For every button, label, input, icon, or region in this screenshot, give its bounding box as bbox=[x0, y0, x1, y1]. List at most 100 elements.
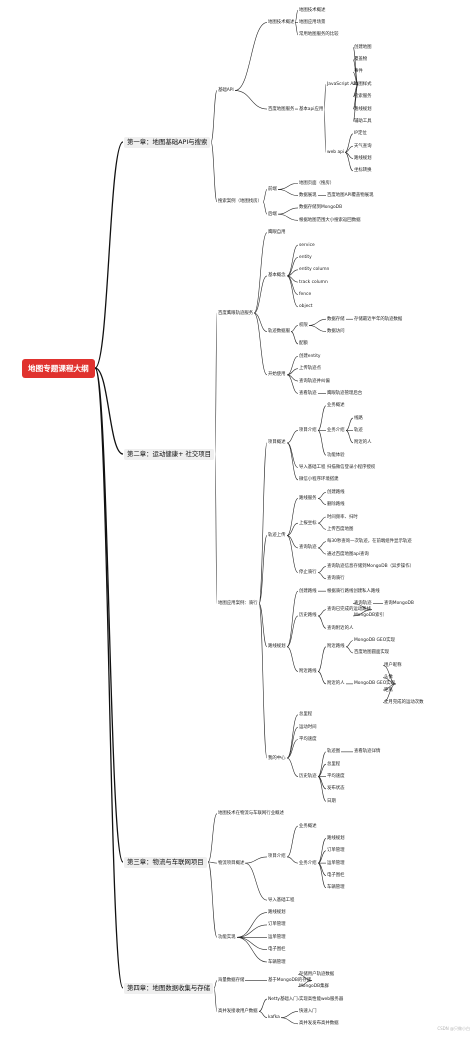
topic-node[interactable]: 搜索案例（地图找房） bbox=[218, 199, 262, 205]
topic-node[interactable]: 百度地图圆面实现 bbox=[354, 650, 390, 656]
topic-node[interactable]: 数据存储到MongoDB bbox=[299, 205, 343, 211]
topic-node[interactable]: 地图应用案例：骑行 bbox=[218, 601, 258, 607]
topic-node[interactable]: 查询轨迹 bbox=[299, 545, 317, 551]
topic-node[interactable]: 用户昵称 bbox=[384, 662, 402, 668]
topic-node[interactable]: 常用地图服务的比较 bbox=[299, 32, 339, 38]
topic-node[interactable]: Netty基础入门 bbox=[268, 996, 298, 1002]
topic-node[interactable]: 车辆管理 bbox=[327, 885, 345, 891]
topic-node[interactable]: 轨迹 bbox=[354, 427, 363, 433]
topic-node[interactable]: 扫描微信登录小程序授权 bbox=[327, 465, 376, 471]
topic-node[interactable]: track column bbox=[299, 279, 328, 285]
topic-node[interactable]: 查询已完成的运动路线 bbox=[327, 607, 371, 613]
topic-node[interactable]: 通过百度地图api查询 bbox=[327, 551, 369, 557]
topic-node[interactable]: 基本api应用 bbox=[299, 106, 324, 112]
topic-node[interactable]: 百度地图服务 bbox=[268, 106, 295, 112]
topic-node[interactable]: 前端 bbox=[268, 186, 277, 192]
topic-node[interactable]: 根据地图范围大小搜索返回数据 bbox=[299, 217, 361, 223]
topic-node[interactable]: 快速入门 bbox=[299, 1008, 317, 1014]
topic-node[interactable]: 订单管理 bbox=[327, 848, 345, 854]
topic-node[interactable]: 查询轨迹并纠偏 bbox=[299, 378, 330, 384]
topic-node[interactable]: MongoDB GEO实现 bbox=[354, 681, 395, 687]
topic-node[interactable]: 地图应用场景 bbox=[299, 20, 326, 26]
topic-node[interactable]: 导入基础工程 bbox=[268, 897, 295, 903]
topic-node[interactable]: 全月完成的运动次数 bbox=[384, 699, 424, 705]
topic-node[interactable]: 功能实现 bbox=[218, 934, 236, 940]
topic-node[interactable]: 导入基础工程 bbox=[299, 465, 326, 471]
topic-node[interactable]: 查询附近的人 bbox=[327, 625, 354, 631]
topic-node[interactable]: 附近的人 bbox=[327, 681, 345, 687]
topic-node[interactable]: 我的中心 bbox=[268, 755, 286, 761]
topic-node[interactable]: 运单管理 bbox=[268, 934, 286, 940]
topic-node[interactable]: 总里程 bbox=[299, 712, 313, 718]
topic-node[interactable]: 项目概述 bbox=[268, 440, 286, 446]
mindmap-root[interactable]: 地图专题课程大纲 bbox=[22, 358, 95, 378]
topic-node[interactable]: 业务介绍 bbox=[299, 860, 317, 866]
topic-node[interactable]: 运动时间 bbox=[299, 724, 317, 730]
topic-node[interactable]: object bbox=[299, 304, 313, 310]
chapter-node[interactable]: 第三章：物流与车联网项目 bbox=[124, 856, 207, 868]
topic-node[interactable]: 创建路线 bbox=[299, 588, 317, 594]
topic-node[interactable]: 创建地图 bbox=[354, 44, 372, 50]
topic-node[interactable]: 基于MongoDB的存储 bbox=[268, 978, 312, 984]
topic-node[interactable]: 订单管理 bbox=[268, 922, 286, 928]
topic-node[interactable]: kafka bbox=[268, 1015, 280, 1021]
topic-node[interactable]: 车辆管理 bbox=[268, 959, 286, 965]
topic-node[interactable]: 路线服务 bbox=[299, 495, 317, 501]
topic-node[interactable]: 根据骑行路线创建私人路线 bbox=[327, 588, 380, 594]
topic-node[interactable]: 海量数据存储 bbox=[218, 978, 245, 984]
topic-node[interactable]: entity bbox=[299, 254, 312, 260]
topic-node[interactable]: web api bbox=[327, 149, 345, 155]
topic-node[interactable]: 地图页面（搜房） bbox=[299, 180, 335, 186]
topic-node[interactable]: service bbox=[299, 242, 315, 248]
topic-node[interactable]: 查询轨迹信息存储到MongoDB（异步操作） bbox=[327, 563, 414, 569]
topic-node[interactable]: 实现高性能web服务器 bbox=[299, 996, 344, 1002]
chapter-node[interactable]: 第一章：地图基础API与搜索 bbox=[124, 136, 211, 148]
topic-node[interactable]: 停止骑行 bbox=[299, 570, 317, 576]
topic-node[interactable]: 权限 bbox=[299, 322, 308, 328]
topic-node[interactable]: 后端 bbox=[268, 211, 277, 217]
topic-node[interactable]: 历史轨迹 bbox=[299, 774, 317, 780]
topic-node[interactable]: 业务概述 bbox=[327, 403, 345, 409]
topic-node[interactable]: 鹰眼自用 bbox=[268, 230, 286, 236]
topic-node[interactable]: 地图技术概述 bbox=[299, 7, 326, 13]
topic-node[interactable]: 线路 bbox=[354, 415, 363, 421]
topic-node[interactable]: 轨迹上传 bbox=[268, 533, 286, 539]
topic-node[interactable]: 附近路线 bbox=[299, 669, 317, 675]
topic-node[interactable]: JavaScript API bbox=[327, 81, 358, 87]
topic-node[interactable]: 轨迹数据服 bbox=[268, 329, 290, 335]
topic-node[interactable]: 路线规划 bbox=[327, 835, 345, 841]
topic-node[interactable]: 查看轨迹详情 bbox=[354, 749, 381, 755]
topic-node[interactable]: fence bbox=[299, 291, 312, 297]
topic-node[interactable]: 地图样式 bbox=[354, 81, 372, 87]
topic-node[interactable]: MongoDB GEO实现 bbox=[354, 638, 395, 644]
topic-node[interactable]: 功能体验 bbox=[327, 452, 345, 458]
topic-node[interactable]: 百度鹰眼轨迹服务 bbox=[218, 310, 254, 316]
topic-node[interactable]: 发布状态 bbox=[327, 786, 345, 792]
topic-node[interactable]: 项目介绍 bbox=[268, 854, 286, 860]
topic-node[interactable]: 业务介绍 bbox=[327, 427, 345, 433]
topic-node[interactable]: 上报坐标 bbox=[299, 520, 317, 526]
topic-node[interactable]: 基础API bbox=[218, 88, 234, 94]
topic-node[interactable]: 路线规划 bbox=[268, 644, 286, 650]
topic-node[interactable]: 数据存储 bbox=[327, 316, 345, 322]
topic-node[interactable]: 距离 bbox=[384, 687, 393, 693]
topic-node[interactable]: MongoDB集群 bbox=[299, 984, 329, 990]
topic-node[interactable]: 日期 bbox=[327, 798, 336, 804]
topic-node[interactable]: 电子围栏 bbox=[327, 872, 345, 878]
topic-node[interactable]: 数据展现 bbox=[299, 193, 317, 199]
topic-node[interactable]: 百度地图API覆盖物展现 bbox=[327, 193, 374, 199]
topic-node[interactable]: 开始使用 bbox=[268, 372, 286, 378]
topic-node[interactable]: 上传轨迹点 bbox=[299, 366, 321, 372]
topic-node[interactable]: 业务概述 bbox=[299, 823, 317, 829]
topic-node[interactable]: 创建entity bbox=[299, 353, 321, 359]
chapter-node[interactable]: 第二章：运动健康+ 社交项目 bbox=[124, 448, 215, 460]
topic-node[interactable]: 查询MongoDB bbox=[384, 601, 414, 607]
topic-node[interactable]: 检索服务 bbox=[354, 94, 372, 100]
topic-node[interactable]: 总里程 bbox=[327, 761, 341, 767]
topic-node[interactable]: 高并发发布高并数据 bbox=[299, 1021, 339, 1027]
topic-node[interactable]: 路线规划 bbox=[268, 910, 286, 916]
topic-node[interactable]: 物流项目概述 bbox=[218, 860, 245, 866]
topic-node[interactable]: 附近路线 bbox=[327, 644, 345, 650]
topic-node[interactable]: MongoDB索引 bbox=[354, 613, 384, 619]
topic-node[interactable]: 删除路线 bbox=[327, 502, 345, 508]
